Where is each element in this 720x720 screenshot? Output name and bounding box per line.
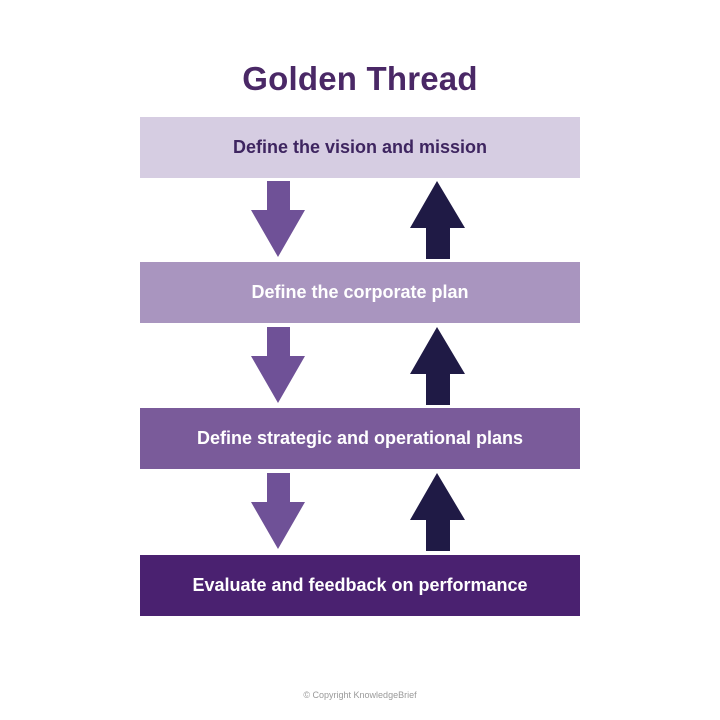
- step-label: Define the corporate plan: [251, 282, 469, 302]
- down-arrow-icon: [251, 473, 305, 549]
- diagram-title: Golden Thread: [242, 60, 478, 97]
- step-box-vision: Define the vision and mission: [140, 117, 580, 178]
- down-arrow-icon: [251, 181, 305, 257]
- step-label: Evaluate and feedback on performance: [192, 575, 528, 595]
- down-arrow-icon: [251, 327, 305, 403]
- up-arrow-icon: [410, 327, 465, 405]
- step-box-evaluate: Evaluate and feedback on performance: [140, 555, 580, 616]
- copyright-text: © Copyright KnowledgeBrief: [303, 690, 417, 700]
- step-label: Define the vision and mission: [232, 137, 488, 157]
- up-arrow-icon: [410, 473, 465, 551]
- step-label: Define strategic and operational plans: [196, 428, 524, 448]
- up-arrow-icon: [410, 181, 465, 259]
- step-box-corporate-plan: Define the corporate plan: [140, 262, 580, 323]
- step-box-strategic-plans: Define strategic and operational plans: [140, 408, 580, 469]
